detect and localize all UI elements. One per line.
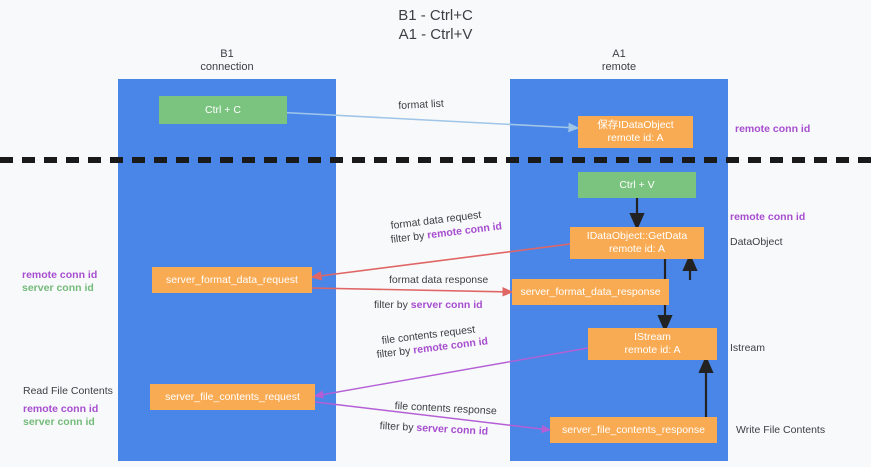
node-istream-line1: IStream [634,331,671,343]
annotation-left-server-conn-id-bottom: server conn id [23,416,95,428]
node-server-format-data-response-label: server_format_data_response [520,285,661,298]
node-server-format-data-request-label: server_format_data_request [166,273,298,286]
node-server-file-contents-request[interactable]: server_file_contents_request [150,384,315,410]
column-header-a1-name: A1 [612,48,626,60]
annotation-left-remote-conn-id-mid: remote conn id [22,269,98,281]
node-save-idataobject[interactable]: 保存IDataObject remote id: A [578,116,693,148]
annotation-right-istream: Istream [730,342,766,354]
edge-label-format-data-response: format data response [389,274,489,286]
annotation-right-remote-conn-id-top: remote conn id [735,123,811,135]
annotation-left-server-conn-id-mid: server conn id [22,282,94,294]
edge-label-format-list: format list [398,97,445,112]
node-save-idataobject-line1: 保存IDataObject [597,119,674,131]
node-istream[interactable]: IStream remote id: A [588,328,717,360]
annotation-left-read-file-contents: Read File Contents [23,385,113,397]
filter-key-server-conn-id-2: server conn id [416,421,489,438]
column-header-a1-sub: remote [601,61,637,73]
node-server-format-data-request[interactable]: server_format_data_request [152,267,312,293]
column-header-a1: A1 remote [510,48,728,74]
node-ctrl-v[interactable]: Ctrl + V [578,172,696,198]
node-idataobject-getdata-line2: remote id: A [608,243,666,255]
edge-label-format-data-response-filter: filter by server conn id [374,299,483,311]
node-idataobject-getdata-line1: IDataObject::GetData [586,230,688,242]
node-save-idataobject-line2: remote id: A [607,132,664,144]
node-ctrl-v-label: Ctrl + V [619,178,655,191]
annotation-right-write-file-contents: Write File Contents [736,424,826,436]
node-ctrl-c-label: Ctrl + C [205,103,241,116]
node-server-file-contents-request-label: server_file_contents_request [165,390,300,403]
page-title: B1 - Ctrl+C A1 - Ctrl+V [398,7,473,43]
node-idataobject-getdata[interactable]: IDataObject::GetData remote id: A [570,227,704,259]
column-header-b1-sub: connection [200,61,254,73]
annotation-right-remote-conn-id-mid: remote conn id [730,211,806,223]
annotation-left-remote-conn-id-bottom: remote conn id [23,403,99,415]
column-header-b1: B1 connection [118,48,336,74]
annotation-right-dataobject: DataObject [730,236,783,248]
node-server-file-contents-response-label: server_file_contents_response [561,423,705,436]
node-server-file-contents-response[interactable]: server_file_contents_response [550,417,717,443]
node-istream-line2: remote id: A [624,344,681,356]
filter-key-server-conn-id: server conn id [410,299,483,311]
node-server-format-data-response[interactable]: server_format_data_response [512,279,669,305]
node-ctrl-c[interactable]: Ctrl + C [159,96,287,124]
column-header-b1-name: B1 [220,48,234,60]
divider-dashed-line [0,157,871,163]
